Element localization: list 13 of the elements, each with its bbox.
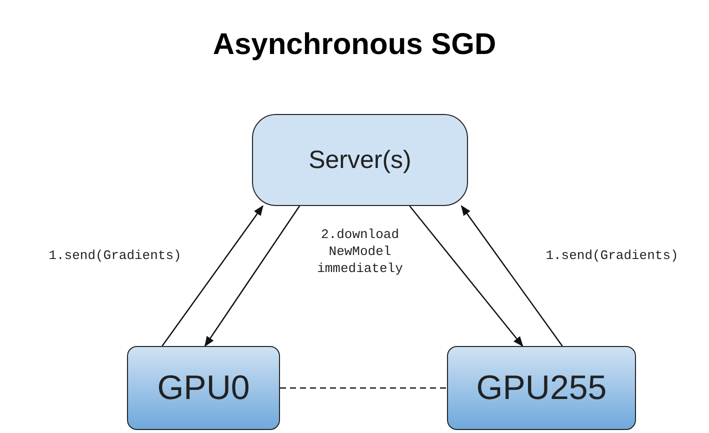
node-label: Server(s) — [308, 146, 412, 174]
gpu-box — [447, 346, 636, 430]
gpu-box — [127, 346, 280, 430]
diagram-title: Asynchronous SGD — [212, 28, 498, 62]
arrow — [204, 206, 300, 347]
dashed-line — [280, 387, 447, 389]
arrow — [460, 205, 563, 346]
arrow — [162, 205, 264, 346]
node-label: GPU0 — [157, 368, 250, 408]
note-text: 2.download NewModel immediately — [316, 226, 404, 277]
arrow — [409, 206, 524, 347]
node-label: GPU255 — [476, 368, 607, 408]
server-box — [252, 114, 468, 206]
